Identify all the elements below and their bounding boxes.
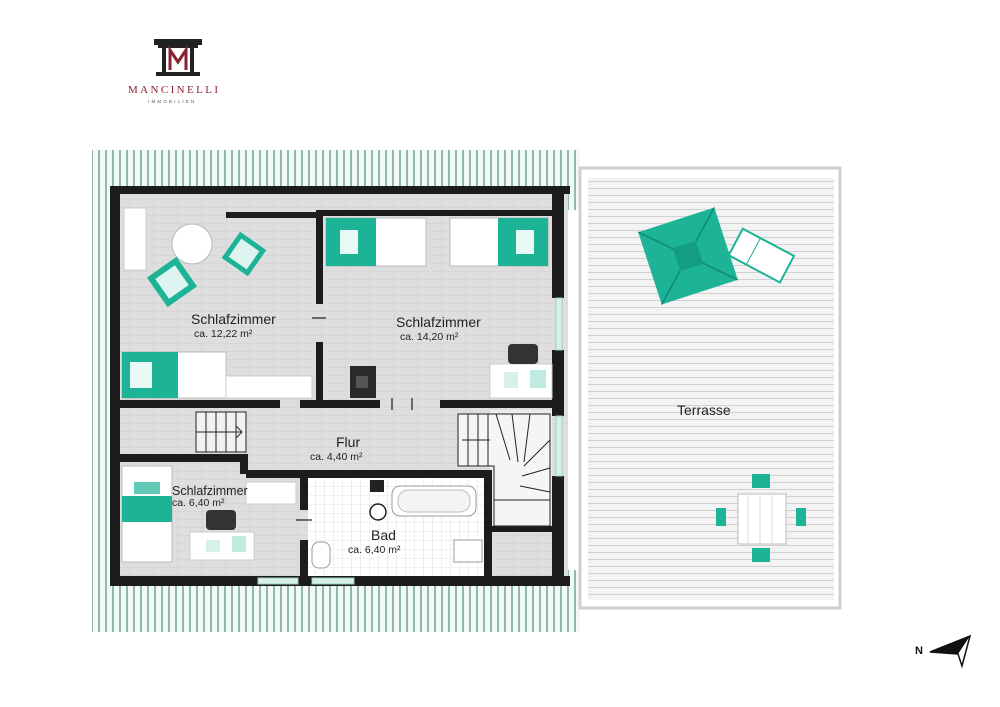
- stairs-right: [457, 413, 551, 527]
- windows: [257, 297, 563, 585]
- bedroom-3-furniture: [121, 465, 297, 563]
- north-label: N: [915, 645, 923, 657]
- room-area-schlafzimmer-1: ca. 12,22 m²: [194, 328, 253, 340]
- roof-edge-bottom: [92, 578, 580, 632]
- brand-logo: [154, 39, 202, 76]
- room-area-schlafzimmer-2: ca. 14,20 m²: [400, 331, 459, 343]
- room-area-schlafzimmer-3: ca. 6,40 m²: [172, 497, 225, 509]
- room-name-schlafzimmer-2: Schlafzimmer: [396, 314, 481, 330]
- room-area-flur: ca. 4,40 m²: [310, 451, 363, 463]
- room-area-bad: ca. 6,40 m²: [348, 544, 401, 556]
- brand-name: MANCINELLI: [128, 84, 221, 96]
- north-arrow-icon: [929, 634, 972, 669]
- stairs-left: [195, 411, 247, 453]
- bedroom-2-furniture: [325, 217, 553, 399]
- room-name-schlafzimmer-3: Schlafzimmer: [172, 484, 248, 498]
- brand-subtitle: IMMOBILIEN: [148, 99, 197, 104]
- room-name-flur: Flur: [336, 434, 361, 450]
- bedroom-1-furniture: [121, 207, 313, 399]
- door-marks: [296, 317, 413, 521]
- room-name-bad: Bad: [371, 527, 396, 543]
- room-name-schlafzimmer-1: Schlafzimmer: [191, 311, 276, 327]
- bathroom-fixtures: [311, 480, 483, 569]
- terrace-furniture: [637, 207, 806, 562]
- roof-edge-left: [92, 150, 114, 632]
- room-name-terrasse: Terrasse: [677, 402, 731, 418]
